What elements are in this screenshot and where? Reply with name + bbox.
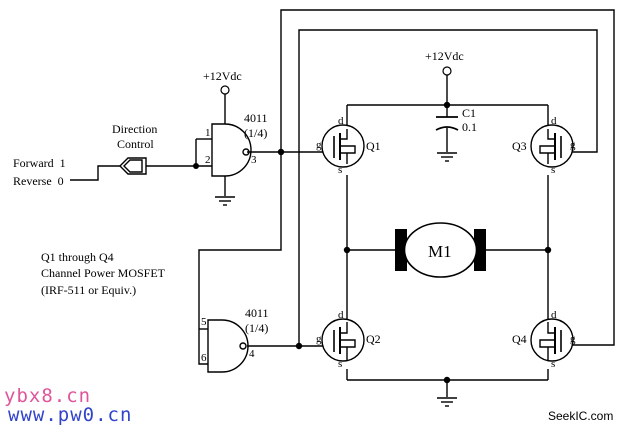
pin-6-label: 6 — [201, 352, 207, 364]
mosfet-q4 — [530, 318, 574, 362]
motor-m1 — [395, 222, 486, 278]
vcc-terminal-bridge — [442, 66, 452, 76]
q2-name-label: Q2 — [366, 332, 381, 346]
mosfet-q3 — [530, 124, 574, 168]
q3-name-label: Q3 — [512, 139, 527, 153]
watermark-seekic: SeekIC.com — [548, 409, 613, 423]
q1-s-label: s — [338, 164, 342, 176]
q3-s-label: s — [551, 164, 555, 176]
q2-s-label: s — [338, 358, 342, 370]
q1-d-label: d — [338, 115, 344, 127]
gate2-fraction-label: (1/4) — [245, 321, 268, 335]
direction-control-connector — [119, 157, 147, 175]
pin-4-label: 4 — [249, 348, 255, 360]
gate1-fraction-label: (1/4) — [244, 126, 267, 140]
q3-d-label: d — [551, 115, 557, 127]
pin-5-label: 5 — [201, 316, 207, 328]
watermark-ybx8: ybx8.cn — [4, 385, 91, 407]
note-line-1: Q1 through Q4 — [41, 250, 114, 264]
pin-1-label: 1 — [205, 127, 211, 139]
motor-label: M1 — [428, 242, 452, 261]
note-line-2: Channel Power MOSFET — [41, 266, 166, 280]
ground-symbol-capacitor — [437, 152, 457, 162]
ground-symbol-gate — [215, 196, 235, 206]
q4-d-label: d — [551, 309, 557, 321]
direction-control-label-2: Control — [117, 137, 154, 151]
watermark-pw0: www.pw0.cn — [8, 404, 132, 426]
vcc-label-bridge: +12Vdc — [425, 49, 464, 63]
mosfet-q2 — [321, 318, 365, 362]
note-line-3: (IRF-511 or Equiv.) — [41, 283, 136, 297]
reverse-label: Reverse 0 — [13, 174, 64, 188]
pin-3-label: 3 — [251, 154, 257, 166]
q4-g-label: g — [570, 333, 576, 345]
nand-gate-1 — [211, 123, 252, 177]
q4-s-label: s — [551, 358, 555, 370]
junction-dots — [193, 101, 552, 384]
vcc-terminal-gate — [220, 85, 230, 95]
mosfet-q1 — [321, 124, 365, 168]
vcc-label-gate: +12Vdc — [203, 69, 242, 83]
nand-gate-2 — [207, 319, 249, 373]
q2-g-label: g — [316, 333, 322, 345]
gate1-part-label: 4011 — [244, 111, 268, 125]
gate2-part-label: 4011 — [245, 306, 269, 320]
direction-control-label-1: Direction — [112, 122, 157, 136]
q2-d-label: d — [338, 309, 344, 321]
ground-symbol-bridge — [437, 397, 457, 407]
q1-g-label: g — [316, 139, 322, 151]
c1-name-label: C1 — [462, 106, 476, 120]
q3-g-label: g — [570, 139, 576, 151]
capacitor-c1 — [435, 116, 459, 131]
c1-value-label: 0.1 — [462, 120, 477, 134]
pin-2-label: 2 — [205, 154, 211, 166]
q4-name-label: Q4 — [512, 332, 527, 346]
q1-name-label: Q1 — [366, 139, 381, 153]
forward-label: Forward 1 — [13, 156, 66, 170]
